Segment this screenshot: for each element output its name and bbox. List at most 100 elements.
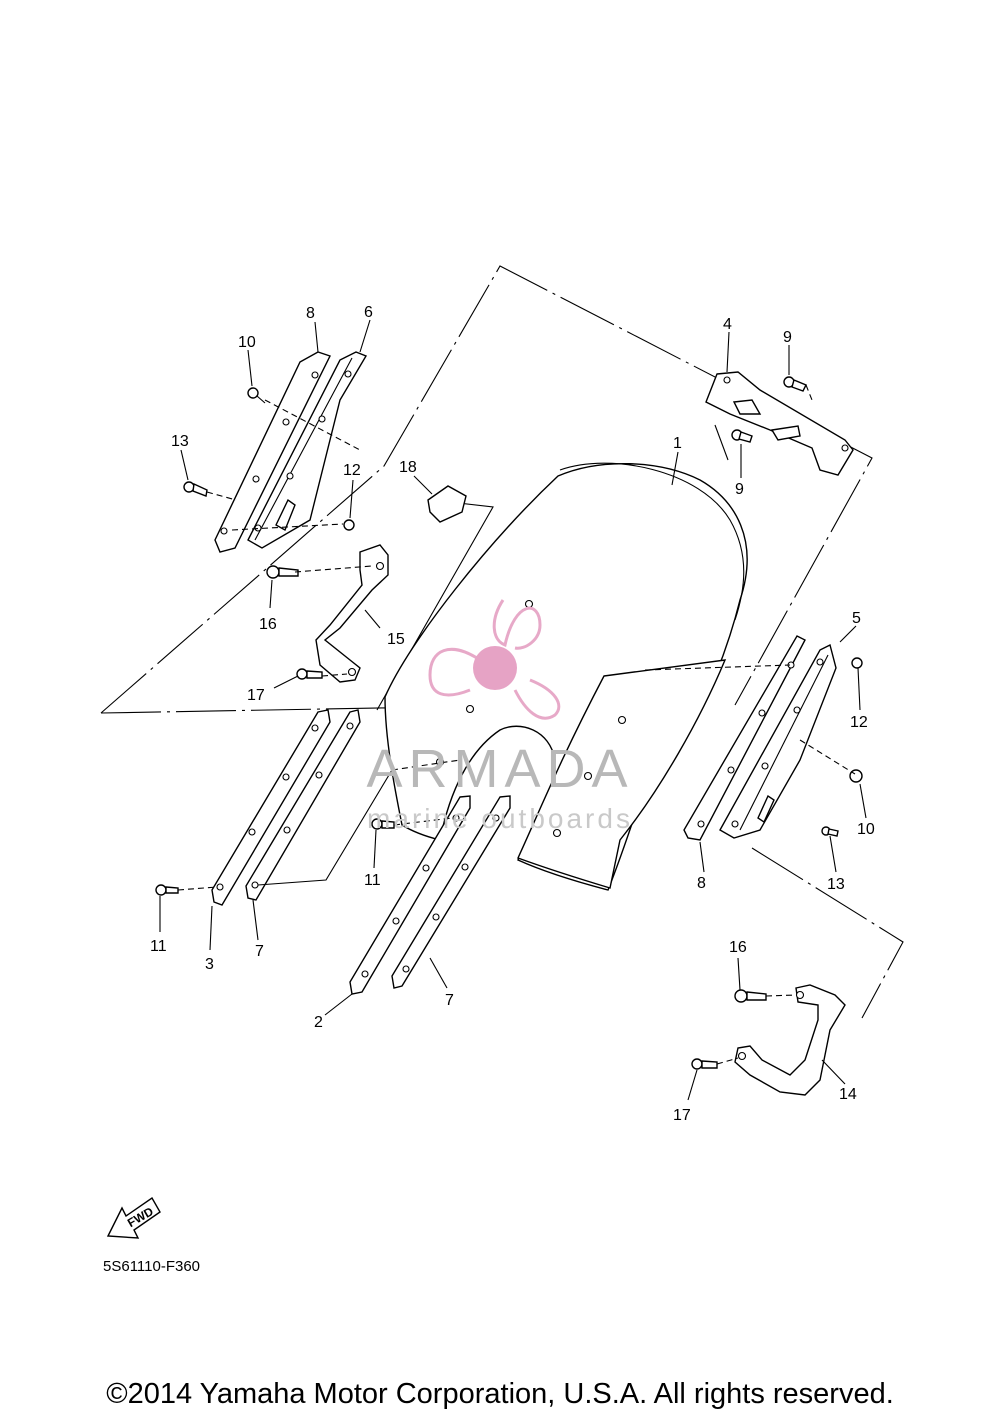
- left-handle-bracket: [315, 544, 389, 683]
- lower-center-strip-2: [349, 795, 471, 995]
- strip-hole: [315, 771, 323, 779]
- armada-logo-center: [473, 646, 517, 690]
- callout-5: 5: [852, 610, 861, 627]
- left-stay-hole: [220, 527, 228, 535]
- leader-line: [324, 993, 353, 1016]
- assembly-line: [716, 1057, 739, 1065]
- left-stay-hole: [252, 475, 260, 483]
- bolt-icon: [691, 1058, 718, 1070]
- nut-icon: [343, 519, 355, 531]
- strip-hole: [422, 864, 430, 872]
- assembly-line: [805, 384, 813, 401]
- callout-18: 18: [399, 459, 417, 476]
- leader-line: [857, 667, 861, 711]
- strip-hole: [361, 970, 369, 978]
- right-stay-inner-edge: [739, 654, 829, 831]
- upper-bracket-slot: [732, 399, 762, 415]
- strip-hole: [311, 724, 319, 732]
- copyright-notice: ©2014 Yamaha Motor Corporation, U.S.A. A…: [106, 1378, 894, 1410]
- bolt-icon: [371, 818, 395, 830]
- leader-line: [726, 331, 730, 373]
- strip-hole: [492, 814, 500, 822]
- windshield-inner-edge: [559, 462, 745, 621]
- nut-icon: [851, 657, 863, 669]
- upper-bracket-hole: [841, 444, 849, 452]
- upper-bracket-hole: [723, 376, 731, 384]
- callout-7: 7: [255, 943, 264, 960]
- leader-line: [687, 1069, 698, 1101]
- bolt-icon: [266, 565, 299, 579]
- strip-hole: [283, 826, 291, 834]
- strip-hole: [251, 881, 259, 889]
- callout-14: 14: [839, 1086, 857, 1103]
- right-stay-hole: [731, 820, 739, 828]
- right-stay-hole: [697, 820, 705, 828]
- callout-2: 2: [314, 1014, 323, 1031]
- bracket-hole: [737, 1051, 747, 1061]
- bolt-icon: [731, 429, 753, 443]
- right-handle-bracket: [734, 984, 846, 1096]
- fwd-arrow-icon: FWD: [106, 1196, 161, 1239]
- right-stay-hole: [758, 709, 766, 717]
- leader-line: [269, 579, 273, 609]
- bolt-icon: [734, 989, 767, 1003]
- callout-7: 7: [445, 992, 454, 1009]
- bolt-icon: [783, 376, 807, 392]
- upper-bracket-slot: [770, 425, 801, 441]
- part-code: 5S61110-F360: [103, 1258, 200, 1275]
- leader-line: [209, 905, 213, 951]
- assembly-line: [799, 739, 856, 775]
- windshield-hole: [465, 704, 475, 714]
- callout-17: 17: [247, 687, 265, 704]
- right-stay-hole: [727, 766, 735, 774]
- strip-hole: [392, 917, 400, 925]
- callout-8: 8: [306, 305, 315, 322]
- leader-line: [839, 625, 857, 643]
- lower-center-strip-7: [391, 795, 511, 989]
- leader-line: [247, 349, 253, 387]
- assembly-line: [765, 994, 798, 997]
- callout-12: 12: [850, 714, 868, 731]
- left-stay-hole: [254, 524, 262, 532]
- right-stay-slot: [757, 794, 775, 824]
- left-stay-slot: [275, 498, 296, 531]
- right-stay-hole: [761, 762, 769, 770]
- leader-line: [737, 957, 741, 991]
- leader-line: [359, 319, 371, 353]
- leader-line: [671, 451, 679, 486]
- callout-13: 13: [171, 433, 189, 450]
- windshield-hole: [617, 715, 627, 725]
- callout-17: 17: [673, 1107, 691, 1124]
- assembly-line: [177, 886, 218, 891]
- bolt-icon: [821, 826, 839, 837]
- leader-line: [364, 609, 381, 629]
- callout-11: 11: [364, 872, 381, 889]
- bracket-hole: [347, 667, 357, 677]
- bolt-icon: [155, 884, 179, 896]
- strip-hole: [216, 883, 224, 891]
- callout-9: 9: [783, 329, 792, 346]
- callout-3: 3: [205, 956, 214, 973]
- right-stay-hole: [816, 658, 824, 666]
- left-stay-hole: [344, 370, 352, 378]
- callout-13: 13: [827, 876, 845, 893]
- windshield-hole: [524, 599, 534, 609]
- callout-10: 10: [238, 334, 256, 351]
- assembly-line: [264, 399, 361, 451]
- callout-1: 1: [673, 435, 682, 452]
- callout-15: 15: [387, 631, 405, 648]
- left-stay-hole: [282, 418, 290, 426]
- bracket-hole: [375, 561, 385, 571]
- left-stay-hole: [318, 415, 326, 423]
- strip-hole: [248, 828, 256, 836]
- callout-8: 8: [697, 875, 706, 892]
- right-stay-hole: [793, 706, 801, 714]
- callout-16: 16: [729, 939, 747, 956]
- callout-6: 6: [364, 304, 373, 321]
- leader-line: [413, 475, 433, 495]
- leader-line: [829, 835, 837, 873]
- callout-10: 10: [857, 821, 875, 838]
- watermark-tagline: marine outboards: [367, 803, 633, 834]
- windshield-lower-edge: [517, 659, 727, 889]
